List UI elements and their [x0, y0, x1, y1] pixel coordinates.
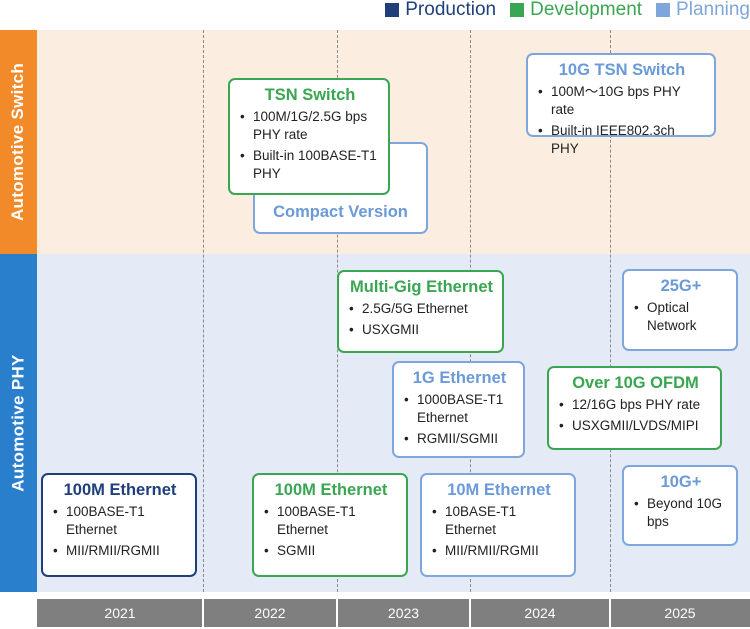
legend-label-planning: Planning [676, 0, 750, 20]
tsn-switch-title: TSN Switch [264, 86, 356, 104]
legend-swatch-planning [656, 3, 671, 17]
multigig-ethernet-title: Multi-Gig Ethernet [350, 278, 493, 296]
100m-ethernet-2021-title: 100M Ethernet [63, 481, 177, 499]
multigig-ethernet-bullet: 2.5G/5G Ethernet [349, 300, 494, 318]
year-label: 2024 [524, 605, 556, 621]
10m-ethernet-bullet: MII/RMII/RGMII [432, 542, 566, 560]
row-label-phy: Automotive PHY [0, 254, 37, 592]
year-separator [336, 599, 338, 627]
timeline-bar [37, 599, 750, 627]
legend: Production Development Planning [385, 0, 750, 20]
legend-item-development: Development [510, 0, 642, 21]
g25-title: 25G+ [660, 277, 702, 295]
year-label: 2025 [664, 605, 696, 621]
100m-ethernet-2021-bullet: 100BASE-T1 Ethernet [53, 503, 187, 539]
ofdm-bullet: USXGMII/LVDS/MIPI [559, 417, 712, 435]
year-label: 2022 [254, 605, 286, 621]
year-divider [610, 30, 611, 592]
10m-ethernet-bullet: 10BASE-T1 Ethernet [432, 503, 566, 539]
g25-bullet: Optical Network [634, 299, 728, 335]
tsn-switch-box: TSN Switch 100M/1G/2.5G bps PHY rate Bui… [228, 78, 390, 195]
10m-ethernet-title: 10M Ethernet [447, 481, 551, 499]
1g-ethernet-bullet: RGMII/SGMII [404, 430, 515, 448]
100m-ethernet-2021-box: 100M Ethernet 100BASE-T1 Ethernet MII/RM… [41, 473, 197, 577]
1g-ethernet-title: 1G Ethernet [412, 369, 507, 387]
legend-item-planning: Planning [656, 0, 750, 21]
tsn10g-switch-bullet: 100M～10G bps PHY rate [538, 83, 706, 119]
legend-label-development: Development [530, 0, 643, 20]
10m-ethernet-box: 10M Ethernet 10BASE-T1 Ethernet MII/RMII… [420, 473, 576, 577]
100m-ethernet-2022-bullet: 100BASE-T1 Ethernet [264, 503, 398, 539]
multigig-ethernet-bullet: USXGMII [349, 321, 494, 339]
ofdm-box: Over 10G OFDM 12/16G bps PHY rate USXGMI… [547, 366, 722, 450]
1g-ethernet-box: 1G Ethernet 1000BASE-T1 Ethernet RGMII/S… [392, 361, 525, 458]
row-label-switch-text: Automotive Switch [8, 62, 28, 222]
tsn-switch-bullet: Built-in 100BASE-T1 PHY [240, 147, 380, 183]
1g-ethernet-bullet: 1000BASE-T1 Ethernet [404, 391, 515, 427]
g25-box: 25G+ Optical Network [622, 269, 738, 351]
ofdm-bullet: 12/16G bps PHY rate [559, 396, 712, 414]
100m-ethernet-2022-bullet: SGMII [264, 542, 398, 560]
100m-ethernet-2022-title: 100M Ethernet [274, 481, 388, 499]
tsn10g-switch-title: 10G TSN Switch [558, 61, 686, 79]
g10-box: 10G+ Beyond 10G bps [622, 465, 738, 546]
tsn-switch-bullet: 100M/1G/2.5G bps PHY rate [240, 108, 380, 144]
year-separator [202, 599, 204, 627]
legend-item-production: Production [385, 0, 496, 21]
g10-title: 10G+ [660, 473, 702, 491]
year-label: 2021 [104, 605, 136, 621]
ofdm-title: Over 10G OFDM [572, 374, 699, 392]
g10-bullet: Beyond 10G bps [634, 495, 728, 531]
year-separator [469, 599, 471, 627]
compact-version-title: Compact Version [273, 203, 408, 221]
year-separator [609, 599, 611, 627]
100m-ethernet-2021-bullet: MII/RMII/RGMII [53, 542, 187, 560]
tsn10g-switch-bullet: Built-in IEEE802.3ch PHY [538, 122, 706, 158]
legend-swatch-development [510, 3, 525, 17]
row-label-switch: Automotive Switch [0, 30, 37, 254]
tsn10g-switch-box: 10G TSN Switch 100M～10G bps PHY rate Bui… [526, 53, 716, 156]
year-divider [203, 30, 204, 592]
row-label-phy-text: Automotive PHY [8, 354, 28, 492]
legend-swatch-production [385, 3, 400, 17]
year-label: 2023 [387, 605, 420, 621]
100m-ethernet-2022-box: 100M Ethernet 100BASE-T1 Ethernet SGMII [252, 473, 408, 577]
multigig-ethernet-box: Multi-Gig Ethernet 2.5G/5G Ethernet USXG… [337, 270, 504, 353]
legend-label-production: Production [405, 0, 497, 20]
